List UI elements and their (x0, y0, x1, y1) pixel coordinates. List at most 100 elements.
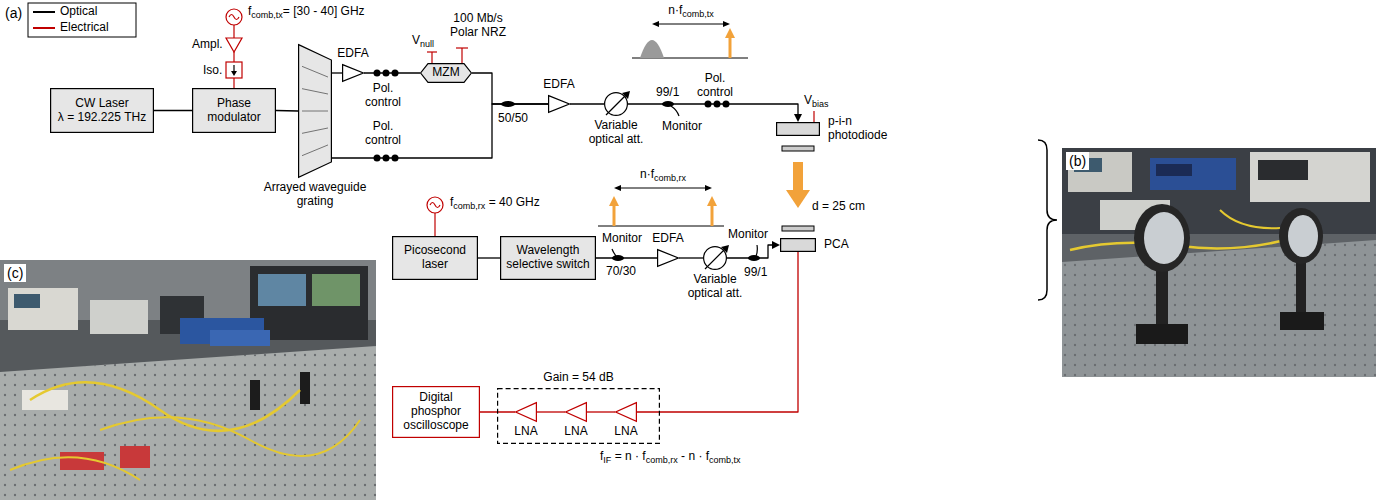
spectrum-tx (640, 40, 664, 58)
panel-letter: (a) (5, 5, 22, 21)
lab-photo (90, 300, 148, 334)
photodiode: p-i-n photodiode (776, 122, 820, 136)
polarization-controller (374, 70, 730, 162)
rf-source-tx (229, 15, 239, 20)
modulator-box-outline (193, 89, 276, 133)
optical-fiber-line (332, 72, 342, 73)
legend-box (28, 3, 136, 37)
attenuator-symbol-outline (604, 92, 628, 116)
lna-triangle-outline (566, 403, 587, 422)
lab-photo (120, 446, 150, 468)
spectrum-label: n·fcomb,rx (623, 168, 703, 182)
component-label: EDFA (648, 232, 688, 246)
optical-fiber-line (364, 72, 420, 73)
lab-photo (0, 260, 376, 500)
frequency-label: fIF = n · fcomb,rx - n · fcomb,tx (600, 450, 741, 464)
amplifier-triangle-outline (657, 249, 679, 267)
waveguide-line (302, 145, 328, 156)
waveguide-line (302, 111, 328, 112)
lab-photo (100, 417, 360, 456)
attenuator-symbol: Variable optical att. (703, 246, 727, 270)
laser-box: Picosecond laser (392, 236, 478, 280)
gain-group-outline (498, 389, 660, 444)
component-label: Phase modulator (192, 97, 276, 125)
optical-fiber (332, 104, 548, 158)
modulator-box: Phase modulator (192, 88, 276, 133)
photodiode-outline (777, 123, 820, 136)
lab-photo (14, 294, 40, 308)
rf-source-tx (233, 52, 234, 62)
component-label: p-i-n photodiode (828, 115, 898, 143)
attenuator-arrow (721, 245, 729, 253)
component-label: MZM (420, 66, 472, 80)
lab-photo (22, 390, 68, 410)
rf-source-tx (226, 9, 242, 25)
split-ratio: 50/50 (498, 112, 528, 126)
component-label: Variable optical att. (581, 119, 651, 147)
component-label: Pol. control (694, 72, 736, 100)
mzm-bias-lines (461, 48, 462, 63)
optical-fiber (472, 73, 548, 104)
frequency-label: fcomb,tx= [30 - 40] GHz (248, 5, 365, 19)
lab-photo (10, 457, 140, 480)
rf-source-tx (233, 78, 234, 88)
lab-photo (250, 266, 368, 340)
pca-antenna: PCA (780, 238, 816, 252)
component-label: Ampl. (192, 38, 223, 52)
setup-photo (1134, 204, 1190, 272)
component-label: CW Laser (50, 97, 154, 111)
component-label: Gain = 54 dB (497, 371, 660, 385)
optical-fiber (679, 258, 703, 259)
port-label: Monitor (662, 120, 702, 134)
spectrum-tx (652, 21, 659, 27)
component-label: LNA (561, 425, 591, 439)
photodiode-bias (813, 111, 814, 122)
optical-fiber (478, 258, 500, 259)
attenuator-arrow (705, 248, 726, 269)
setup-photo (1150, 158, 1236, 190)
subscript: comb,rx (453, 201, 485, 211)
split-ratio: 99/1 (744, 266, 767, 280)
attenuator-symbol-outline (704, 247, 727, 270)
fiber-coupler (612, 249, 616, 256)
electrical-wire (537, 412, 565, 413)
lna-triangle: LNA (615, 402, 637, 422)
lens (782, 146, 814, 151)
curly-bracket (1038, 140, 1057, 300)
lab-photo (312, 274, 360, 306)
component-label: λ = 192.225 THz (50, 111, 154, 125)
setup-photo (1296, 256, 1306, 316)
signal-name: Vnull (412, 34, 434, 48)
arrowhead (772, 241, 780, 249)
mzm-bias-lines (427, 48, 468, 63)
thz-beam (786, 162, 810, 208)
optical-fiber-line (727, 245, 774, 258)
amplifier-triangle-outline (549, 96, 570, 113)
mzm-hexagon: MZM (420, 63, 472, 83)
photodiode-bias (813, 111, 814, 122)
port-label: Monitor (728, 228, 768, 242)
spectrum-tx (729, 36, 732, 58)
attenuator-arrow (606, 94, 627, 115)
spectrum-rx (711, 204, 714, 226)
component-label: LNA (511, 425, 541, 439)
waveguide-line (302, 89, 328, 94)
legend-label: Optical (60, 5, 97, 19)
subscript: IF (603, 455, 611, 465)
setup-photo (1062, 148, 1376, 377)
optical-fiber (154, 110, 192, 111)
oscilloscope-box: Digital phosphor oscilloscope (392, 386, 480, 438)
laser-box-outline (393, 237, 478, 280)
subscript: null (420, 39, 434, 49)
component-label: PCA (824, 238, 864, 252)
optical-fiber-line (679, 257, 703, 258)
amplifier-triangle-outline (658, 250, 679, 267)
frequency-label: fcomb,rx = 40 GHz (450, 196, 540, 210)
port-label: Monitor (602, 232, 642, 246)
optical-fiber-line (596, 257, 657, 258)
lab-photo (210, 330, 270, 346)
amplifier-triangle-outline (343, 65, 364, 82)
legend-box (33, 11, 55, 13)
mzm-bias-lines (427, 51, 437, 52)
isolator-arrow (231, 65, 237, 76)
